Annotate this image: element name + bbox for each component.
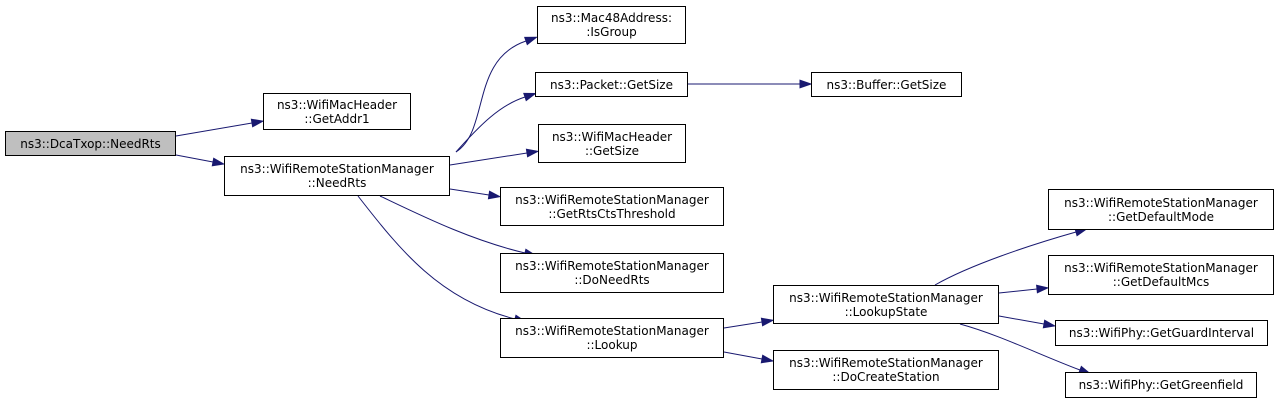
edge-wrsm_lookupstate-to-wrsm_getdefaultmode: [934, 231, 1077, 286]
node-wifimacheader-getsize[interactable]: ns3::WifiMacHeader ::GetSize: [538, 124, 686, 163]
node-label-line: ns3::WifiRemoteStationManager: [515, 192, 709, 207]
edge-arrowhead: [250, 118, 265, 128]
edge-arrowhead: [1036, 284, 1050, 294]
edge-arrowhead: [211, 157, 226, 167]
node-label-line: ::GetSize: [584, 143, 640, 158]
edge-dcatxop_needrts-to-wrsm_needrts: [175, 154, 214, 163]
node-label-line: ns3::WifiMacHeader: [276, 97, 398, 112]
edge-arrowhead: [1042, 319, 1057, 329]
node-label-line: ::GetDefaultMcs: [1112, 275, 1210, 289]
edge-arrowhead: [487, 190, 502, 200]
edge-arrowhead: [760, 354, 775, 364]
edge-wrsm_needrts-to-wifimacheader_getsize: [449, 152, 528, 166]
node-label-line: ns3::Mac48Address:: [551, 11, 672, 25]
node-label-line: ::DoCreateStation: [832, 370, 940, 384]
edge-wrsm_lookup-to-wrsm_lookupstate: [723, 321, 763, 329]
edge-wrsm_needrts-to-mac48address_isgroup: [455, 40, 527, 153]
edge-wrsm_needrts-to-packet_getsize: [455, 96, 526, 153]
node-wrsm-lookupstate[interactable]: ns3::WifiRemoteStationManager ::LookupSt…: [773, 285, 999, 324]
node-label-line: ns3::WifiPhy::GetGreenfield: [1078, 378, 1244, 392]
node-label-line: ::NeedRts: [307, 176, 367, 190]
node-label-line: ns3::WifiRemoteStationManager: [1064, 261, 1258, 275]
node-label-line: ns3::Packet::GetSize: [550, 77, 673, 92]
edge-wrsm_lookupstate-to-wifiphy_getguardinterval: [998, 315, 1045, 325]
node-label-line: ns3::WifiRemoteStationManager: [515, 324, 709, 338]
edge-arrowhead: [525, 148, 540, 158]
node-label-line: ns3::WifiRemoteStationManager: [240, 162, 434, 176]
node-dcatxop-needrts: ns3::DcaTxop::NeedRts: [5, 131, 176, 156]
node-label-line: ns3::WifiRemoteStationManager: [789, 290, 983, 305]
node-wrsm-getdefaultmode[interactable]: ns3::WifiRemoteStationManager ::GetDefau…: [1048, 189, 1274, 230]
edge-arrowhead: [523, 92, 537, 102]
edge-wrsm_needrts-to-wrsm_doneedrts: [379, 195, 526, 254]
edge-arrowhead: [524, 36, 538, 46]
node-buffer-getsize[interactable]: ns3::Buffer::GetSize: [811, 72, 962, 97]
edge-wrsm_lookup-to-wrsm_docreatestation: [723, 351, 763, 360]
edge-wrsm_needrts-to-wrsm_getrtsctsthreshold: [449, 188, 490, 196]
node-label-line: ns3::Buffer::GetSize: [826, 77, 947, 92]
node-label-line: ns3::WifiRemoteStationManager: [789, 356, 983, 370]
node-wrsm-lookup[interactable]: ns3::WifiRemoteStationManager ::Lookup: [500, 318, 724, 358]
edge-arrowhead: [799, 79, 813, 89]
node-packet-getsize[interactable]: ns3::Packet::GetSize: [535, 72, 688, 97]
node-label-line: ::GetRtsCtsThreshold: [548, 206, 676, 221]
node-label-line: ns3::WifiMacHeader: [551, 129, 673, 144]
node-label-line: ::GetAddr1: [304, 111, 370, 126]
node-mac48address-isgroup[interactable]: ns3::Mac48Address: :IsGroup: [537, 6, 686, 44]
node-wrsm-needrts[interactable]: ns3::WifiRemoteStationManager ::NeedRts: [224, 156, 450, 196]
node-wifiphy-getguardinterval[interactable]: ns3::WifiPhy::GetGuardInterval: [1055, 320, 1268, 346]
node-wifiphy-getgreenfield[interactable]: ns3::WifiPhy::GetGreenfield: [1065, 372, 1257, 398]
node-label-line: ::DoNeedRts: [574, 273, 650, 287]
node-label-line: ns3::WifiRemoteStationManager: [515, 259, 709, 273]
edge-dcatxop_needrts-to-wifimacheader_getaddr1: [175, 122, 253, 137]
node-label-line: ns3::WifiRemoteStationManager: [1064, 195, 1258, 210]
node-wrsm-doneedrts[interactable]: ns3::WifiRemoteStationManager ::DoNeedRt…: [500, 253, 724, 293]
node-label-line: ::Lookup: [586, 338, 638, 352]
node-label-line: ns3::WifiPhy::GetGuardInterval: [1068, 326, 1255, 340]
edge-wrsm_lookupstate-to-wrsm_getdefaultmcs: [998, 288, 1038, 294]
node-label-line: :IsGroup: [586, 25, 637, 39]
node-wrsm-getdefaultmcs[interactable]: ns3::WifiRemoteStationManager ::GetDefau…: [1048, 255, 1274, 295]
node-label-line: ::GetDefaultMode: [1107, 209, 1214, 224]
node-wifimacheader-getaddr1[interactable]: ns3::WifiMacHeader ::GetAddr1: [263, 93, 411, 130]
edge-wrsm_needrts-to-wrsm_lookup: [357, 195, 516, 320]
node-label-line: ::LookupState: [844, 304, 928, 319]
node-wrsm-docreatestation[interactable]: ns3::WifiRemoteStationManager ::DoCreate…: [773, 350, 999, 390]
edge-arrowhead: [760, 317, 775, 327]
node-label-line: ns3::DcaTxop::NeedRts: [20, 136, 161, 151]
node-wrsm-getrtsctsthreshold[interactable]: ns3::WifiRemoteStationManager ::GetRtsCt…: [500, 187, 724, 226]
edge-wrsm_lookupstate-to-wifiphy_getgreenfield: [959, 323, 1081, 371]
